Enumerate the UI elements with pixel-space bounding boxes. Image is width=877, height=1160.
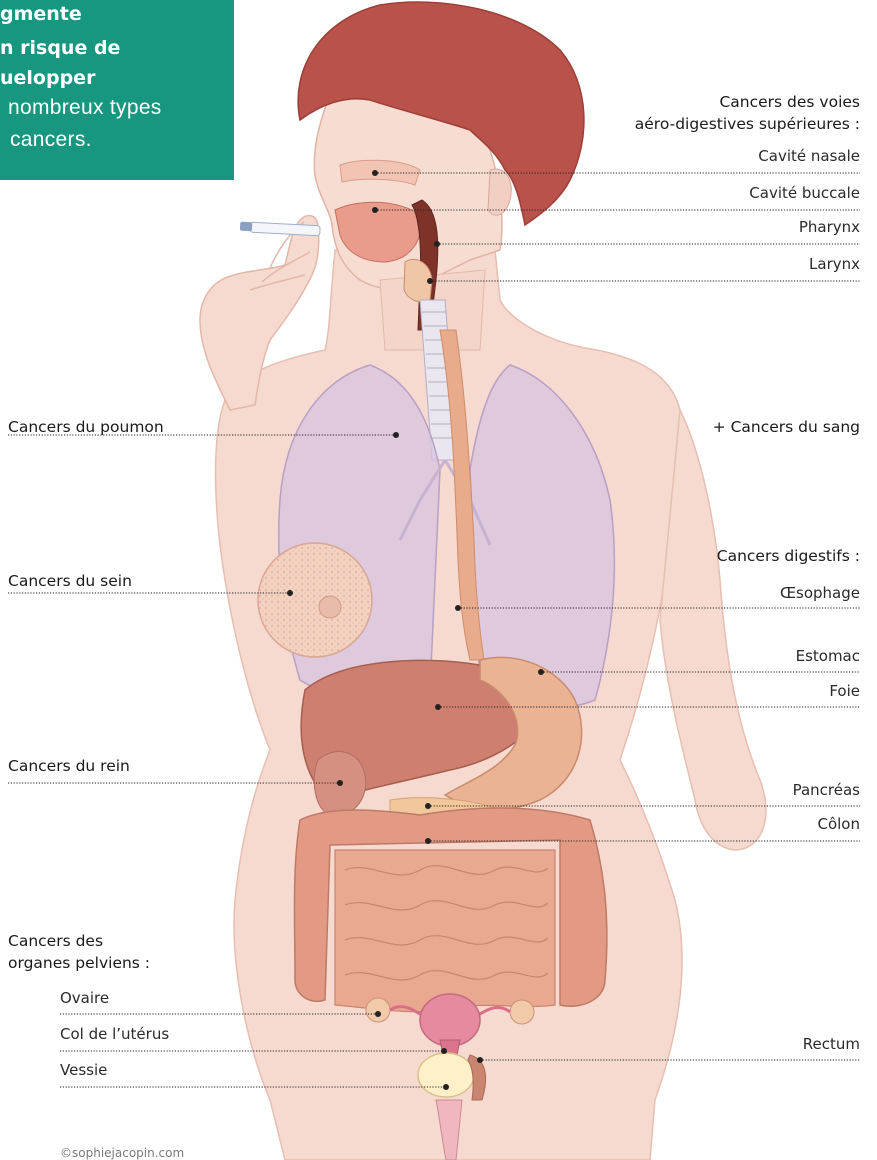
label-foie: Foie — [829, 682, 860, 700]
label-ovaire: Ovaire — [60, 989, 109, 1007]
label-cavite-buccale: Cavité buccale — [749, 184, 860, 202]
ovary-left — [366, 998, 390, 1022]
right-side-arm — [660, 410, 766, 850]
bladder — [418, 1053, 474, 1097]
label-pharynx: Pharynx — [799, 218, 860, 236]
ovary-right — [510, 1000, 534, 1024]
callout-line-1: gmente — [0, 2, 82, 26]
uterus — [420, 994, 480, 1046]
label-oesophage: Œsophage — [780, 584, 860, 602]
header-cancers-sein: Cancers du sein — [8, 572, 132, 590]
nipple — [319, 596, 341, 618]
breast — [258, 543, 372, 657]
callout-line-3: uelopper — [0, 66, 95, 90]
image-credit: ©sophiejacopin.com — [60, 1146, 184, 1160]
header-vads-line-1: Cancers des voies — [719, 93, 860, 111]
header-cancers-poumon: Cancers du poumon — [8, 418, 164, 436]
info-callout: gmente n risque de uelopper nombreux typ… — [0, 0, 234, 180]
callout-line-5: cancers. — [10, 128, 92, 152]
small-intestine — [335, 850, 555, 1012]
callout-line-4: nombreux types — [8, 96, 162, 120]
label-larynx: Larynx — [809, 255, 860, 273]
ear — [488, 169, 511, 215]
label-estomac: Estomac — [796, 647, 860, 665]
header-vads-line-2: aéro-digestives supérieures : — [635, 115, 860, 133]
label-rectum: Rectum — [803, 1035, 860, 1053]
label-vessie: Vessie — [60, 1061, 107, 1079]
label-cavite-nasale: Cavité nasale — [758, 147, 860, 165]
label-col-uterus: Col de l’utérus — [60, 1025, 169, 1043]
header-pelviens-line-1: Cancers des — [8, 932, 103, 950]
callout-line-2: n risque de — [0, 36, 120, 60]
header-cancers-rein: Cancers du rein — [8, 757, 130, 775]
label-colon: Côlon — [817, 815, 860, 833]
header-cancers-digestifs: Cancers digestifs : — [717, 547, 860, 565]
label-pancreas: Pancréas — [793, 781, 860, 799]
header-cancers-sang: + Cancers du sang — [713, 418, 860, 436]
header-pelviens-line-2: organes pelviens : — [8, 954, 150, 972]
